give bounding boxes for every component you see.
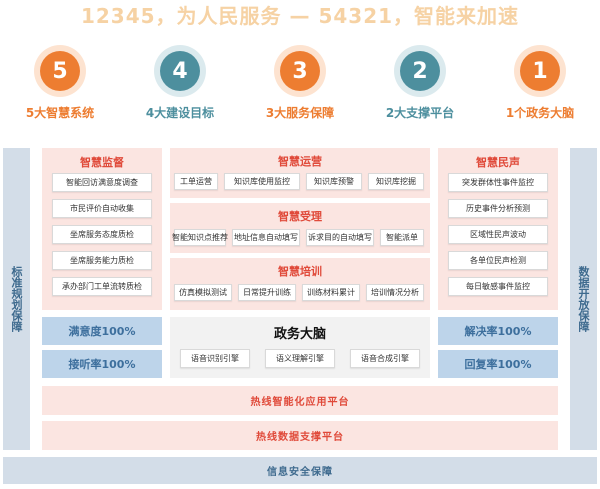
- left-side-bar: 标准规划保障: [3, 148, 30, 450]
- public-voice-item: 历史事件分析预测: [448, 199, 548, 218]
- acceptance-item: 智能知识点推荐: [172, 229, 228, 246]
- brain-engine: 语音识别引擎: [180, 349, 250, 368]
- training-item: 仿真模拟测试: [174, 284, 232, 301]
- goal-3-label: 3大服务保障: [265, 106, 335, 120]
- supervision-item: 坐席服务态度质检: [52, 225, 152, 244]
- supervision-item: 承办部门工单流转质检: [52, 277, 152, 296]
- answer-rate-metric: 接听率100%: [42, 350, 162, 378]
- data-platform: 热线数据支撑平台: [42, 421, 558, 450]
- supervision-item: 市民评价自动收集: [52, 199, 152, 218]
- training-title: 智慧培训: [278, 265, 322, 278]
- brain-engine: 语音合成引擎: [350, 349, 420, 368]
- operations-item: 知识库使用监控: [224, 173, 300, 190]
- goal-3-number: 3: [280, 51, 320, 91]
- goal-5-number: 5: [40, 51, 80, 91]
- operations-title: 智慧运营: [278, 155, 322, 168]
- reply-rate-metric: 回复率100%: [438, 350, 558, 378]
- goal-3-circle: 3: [274, 45, 326, 97]
- satisfaction-metric: 满意度100%: [42, 317, 162, 345]
- public-voice-item: 各单位民声检测: [448, 251, 548, 270]
- security-bar: 信息安全保障: [3, 457, 597, 484]
- public-voice-item: 突发群体性事件监控: [448, 173, 548, 192]
- operations-item: 知识库挖掘: [368, 173, 424, 190]
- training-item: 训练材料累计: [302, 284, 360, 301]
- application-platform: 热线智能化应用平台: [42, 386, 558, 415]
- goal-2-label: 2大支撑平台: [385, 106, 455, 120]
- goal-2-circle: 2: [394, 45, 446, 97]
- public-voice-item: 每日敏感事件监控: [448, 277, 548, 296]
- supervision-item: 坐席服务能力质检: [52, 251, 152, 270]
- brain-engine: 语义理解引擎: [265, 349, 335, 368]
- supervision-item: 智能回访满意度调查: [52, 173, 152, 192]
- page-title: 12345，为人民服务 — 54321，智能来加速: [80, 4, 520, 28]
- supervision-title: 智慧监督: [80, 156, 124, 169]
- brain-title: 政务大脑: [273, 327, 326, 342]
- acceptance-item: 智能派单: [380, 229, 424, 246]
- right-side-bar: 数据开放保障: [570, 148, 597, 450]
- goal-5-label: 5大智慧系统: [25, 106, 95, 120]
- goal-4-label: 4大建设目标: [145, 106, 215, 120]
- goal-5-circle: 5: [34, 45, 86, 97]
- operations-item: 知识库预警: [306, 173, 362, 190]
- resolution-metric: 解决率100%: [438, 317, 558, 345]
- goal-4-circle: 4: [154, 45, 206, 97]
- training-item: 日常提升训练: [238, 284, 296, 301]
- acceptance-item: 诉求目的自动填写: [306, 229, 374, 246]
- goal-1-circle: 1: [514, 45, 566, 97]
- acceptance-item: 地址信息自动填写: [232, 229, 300, 246]
- goal-1-label: 1个政务大脑: [505, 106, 575, 120]
- goal-4-number: 4: [160, 51, 200, 91]
- goal-1-number: 1: [520, 51, 560, 91]
- acceptance-title: 智慧受理: [278, 210, 322, 223]
- goal-2-number: 2: [400, 51, 440, 91]
- public-voice-item: 区域性民声波动: [448, 225, 548, 244]
- operations-item: 工单运营: [174, 173, 218, 190]
- training-item: 培训情况分析: [366, 284, 424, 301]
- public-voice-title: 智慧民声: [476, 156, 520, 169]
